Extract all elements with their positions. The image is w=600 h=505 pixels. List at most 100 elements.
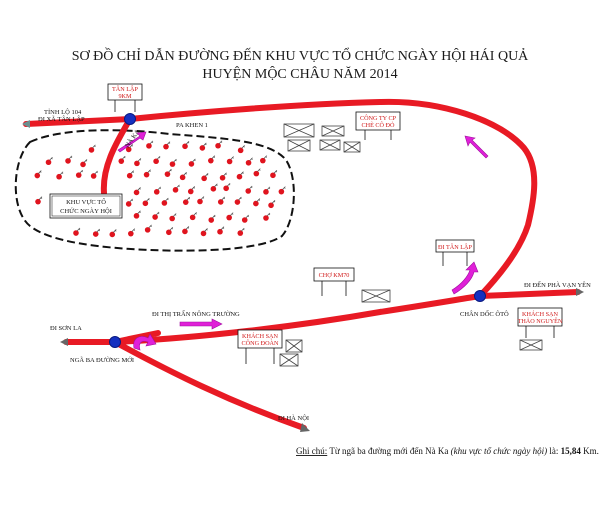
road-tinh-lo-104	[23, 116, 133, 127]
fruit-tree-icon	[163, 141, 171, 150]
fruit-tree-icon	[253, 168, 261, 177]
label-di-thi-tran: ĐI THỊ TRẤN NÔNG TRƯỜNG	[152, 310, 240, 318]
fruit-tree-icon	[92, 228, 101, 237]
fruit-tree-icon	[133, 210, 141, 219]
fruit-tree-icon	[45, 156, 53, 166]
fruit-tree-icon	[75, 169, 84, 178]
junction-nga-ba	[109, 336, 121, 348]
map-note: Ghi chú: Từ ngã ba đường mới đến Nà Ka (…	[296, 446, 599, 456]
label-di-ha-noi: ĐI HÀ NỘI	[278, 414, 309, 422]
road-short-spur	[112, 330, 161, 345]
fruit-tree-icon	[237, 145, 245, 154]
hotel-building-thao-nguyen	[519, 339, 543, 351]
festival-area-boundary	[14, 129, 295, 252]
sign-ks-thao-nguyen-line2: THẢO NGUYÊN	[518, 317, 563, 325]
arrow-curve-nga-ba	[133, 333, 157, 351]
fruit-tree-icon	[153, 186, 162, 195]
festival-area-label: KHU VỰC TỔ CHỨC NGÀY HỘI	[49, 193, 123, 219]
fruit-tree-icon	[169, 213, 177, 222]
label-pa-khen: PA KHEN 1	[176, 122, 208, 129]
fruit-tree-icon	[187, 186, 196, 195]
fruit-tree-icon	[143, 169, 151, 178]
sign-ks-cong-doan-line1: KHÁCH SẠN	[242, 332, 278, 340]
arrow-ha-noi-end	[300, 423, 310, 432]
fruit-tree-icon	[237, 227, 245, 236]
junction-chan-doc	[474, 290, 486, 302]
fruit-tree-icon	[278, 186, 286, 195]
fruit-tree-icon	[245, 185, 253, 194]
sign-khach-san-thao-nguyen: KHÁCH SẠN THẢO NGUYÊN	[518, 307, 563, 338]
fruit-tree-icon	[189, 212, 197, 221]
fruit-tree-icon	[118, 155, 126, 164]
label-tinh-lo-104: TỈNH LỘ 104	[44, 108, 82, 116]
road-to-na-ka	[100, 116, 133, 196]
sign-khach-san-cong-doan: KHÁCH SẠN CÔNG ĐOÀN	[237, 329, 283, 364]
fruit-tree-icon	[166, 226, 174, 236]
sign-tan-lap: TÂN LẬP 9KM	[107, 83, 143, 112]
fruit-tree-icon	[182, 226, 190, 235]
fruit-tree-icon	[208, 214, 216, 223]
fruit-tree-icon	[217, 196, 226, 205]
fruit-tree-icon	[169, 158, 177, 167]
note-prefix: Ghi chú:	[296, 446, 327, 456]
note-unit: Km.	[581, 446, 599, 456]
fruit-tree-icon	[109, 229, 117, 238]
factory-buildings	[283, 123, 361, 153]
arrow-son-la-end	[60, 338, 68, 346]
fruit-tree-icon	[201, 173, 209, 182]
road-main-loop	[127, 98, 538, 299]
label-di-xa-tan-lap: ĐI XÃ TÂN LẬP	[38, 115, 85, 123]
fruit-tree-icon	[144, 224, 152, 233]
fruit-tree-icon	[164, 168, 172, 177]
arrow-up-left	[464, 135, 489, 159]
map-title-line1: SƠ ĐỒ CHỈ DẪN ĐƯỜNG ĐẾN KHU VỰC TỔ CHỨC …	[72, 46, 529, 64]
note-italic: (khu vực tổ chức ngày hội)	[451, 446, 548, 456]
road-network	[23, 98, 581, 431]
fruit-tree-icon	[236, 171, 244, 180]
fruit-tree-icon	[128, 228, 136, 237]
fruit-tree-icon	[133, 187, 141, 196]
fruit-tree-icon	[126, 170, 134, 179]
fruit-tree-icon	[226, 212, 234, 221]
fruit-tree-icon	[217, 226, 225, 235]
fruit-tree-icon	[210, 183, 218, 192]
fruit-tree-icon	[208, 155, 216, 164]
fruit-tree-icon	[219, 172, 227, 181]
fruit-tree-icon	[182, 196, 191, 205]
fruit-tree-icon	[172, 184, 180, 193]
fruit-tree-icon	[161, 197, 169, 206]
fruit-tree-icon	[125, 198, 133, 207]
fruit-tree-icon	[260, 155, 268, 164]
sign-ks-thao-nguyen-line1: KHÁCH SẠN	[522, 310, 558, 318]
sign-cong-ty-line2: CHÈ CÔ ĐỎ	[361, 121, 395, 129]
fruit-tree-icon	[73, 227, 81, 236]
fruit-tree-icon	[80, 159, 88, 168]
label-chan-doc-oto: CHÂN DỐC ÔTÔ	[460, 310, 509, 318]
note-text: Từ ngã ba đường mới đến Nà Ka	[327, 446, 450, 456]
sign-tan-lap-line1: TÂN LẬP	[112, 85, 139, 93]
sign-cho-km70: CHỢ KM70	[313, 267, 355, 296]
fruit-tree-icon	[142, 197, 150, 207]
road-chan-doc-to-van-yen	[477, 289, 581, 299]
fruit-tree-icon	[215, 140, 223, 149]
fruit-tree-icon	[223, 182, 231, 192]
fruit-tree-icon	[263, 212, 271, 221]
fruit-tree-icon	[241, 214, 250, 223]
sign-cho-km70-text: CHỢ KM70	[319, 272, 350, 279]
fruit-tree-icon	[56, 171, 64, 180]
fruit-tree-icon	[226, 156, 234, 165]
label-nga-ba: NGÃ BA ĐƯỜNG MỚI	[70, 356, 134, 364]
sign-tan-lap-line2: 9KM	[118, 93, 132, 100]
festival-area-line2: CHỨC NGÀY HỘI	[60, 207, 112, 215]
arrow-thi-tran	[179, 318, 223, 330]
fruit-tree-icon	[263, 186, 271, 195]
sign-cong-ty-line1: CÔNG TY CP	[360, 114, 397, 122]
fruit-tree-icon	[200, 228, 208, 237]
fruit-tree-icon	[234, 196, 242, 205]
arrow-van-yen-end	[576, 288, 584, 296]
fruit-tree-icon	[146, 140, 154, 149]
hotel-buildings-cong-doan	[279, 339, 303, 367]
note-suffix: là:	[547, 446, 561, 456]
label-di-son-la: ĐI SƠN LA	[50, 325, 82, 332]
note-distance: 15,84	[561, 446, 582, 456]
